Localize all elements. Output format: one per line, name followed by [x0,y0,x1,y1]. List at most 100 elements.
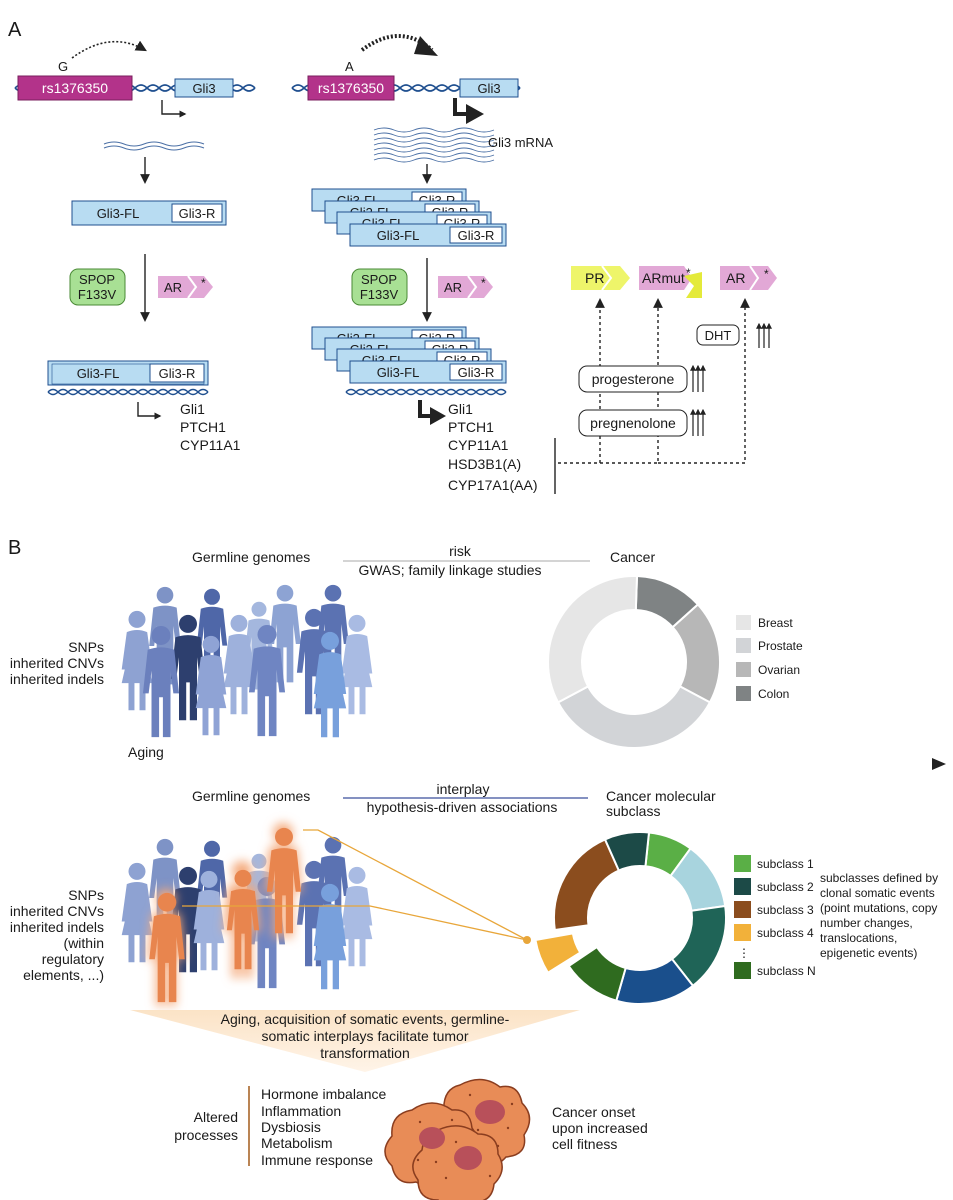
left-ar-box [158,276,213,298]
aging-label: Aging [128,744,164,760]
cancer-legend: Breast Prostate Ovarian Colon [736,615,803,701]
right-gli3-gene-box [459,78,519,98]
onset-line-3: cell fitness [552,1136,617,1152]
right-target-3: CYP11A1 [448,437,509,453]
right-ar-box [438,276,493,298]
process-4: Metabolism [261,1135,333,1151]
right-gli3fl-label: Gli3-FL [377,228,420,243]
legend-swatch-subclass-2 [734,878,751,895]
left-target-tss-arrow [137,402,162,420]
svg-text:Gli3-R: Gli3-R [458,365,495,380]
right-target-5: CYP17A1(AA) [448,477,537,493]
bottom-link-top: interplay [437,781,490,797]
right-tss-arrow [453,98,468,116]
donut-segment-subclass-4 [534,932,582,975]
legend-ovarian: Ovarian [758,663,800,677]
left-gli3r-box [171,203,223,223]
subclass-donut-chart [534,831,727,1005]
legend-swatch-subclass-n [734,962,751,979]
ar-star: * [764,267,769,281]
legend-subclass-4: subclass 4 [757,926,814,940]
pr-receptor-box [571,266,630,290]
bottom-variant-5: regulatory [42,951,104,967]
progesterone-label: progesterone [592,371,675,387]
left-gli3-gene-label: Gli3 [192,81,215,96]
cancer-cells-icon [384,1078,531,1200]
dht-box [696,324,740,346]
pregnenolone-label: pregnenolone [590,415,676,431]
top-variant-3: inherited indels [10,671,104,687]
legend-swatch-prostate [736,638,751,653]
svg-text:number changes,: number changes, [820,916,913,930]
process-3: Dysbiosis [261,1119,321,1135]
left-target-1: Gli1 [180,401,205,417]
panel-a-label: A [8,19,22,41]
subclass-legend: subclass 1 subclass 2 subclass 3 subclas… [734,855,816,979]
ar-receptor-label: AR [726,270,745,286]
left-mrna-squiggle [103,141,205,147]
right-dna-bottom [345,388,507,396]
process-1: Hormone imbalance [261,1086,386,1102]
subclass-note: subclasses defined by clonal somatic eve… [820,871,938,960]
svg-text:epigenetic events): epigenetic events) [820,946,917,960]
right-target-1: Gli1 [448,401,473,417]
right-ar-star: * [481,276,486,290]
right-mrna-squiggles [373,127,495,163]
left-ar-label: AR [164,280,182,295]
top-variant-1: SNPs [68,639,104,655]
legend-swatch-colon [736,686,751,701]
altered-label-2: processes [174,1127,238,1143]
right-target-tss-arrow [418,400,432,418]
transformation-banner [130,1010,580,1072]
process-5: Immune response [261,1152,373,1168]
onset-line-1: Cancer onset [552,1104,635,1120]
process-2: Inflammation [261,1103,341,1119]
legend-subclass-3: subclass 3 [757,903,814,917]
right-gli3-gene-label: Gli3 [477,81,500,96]
legend-subclass-2: subclass 2 [757,880,814,894]
right-spop-box [351,268,408,306]
right-protein-stack: Gli3-FL Gli3-R Gli3-FL Gli3-R Gli3-FL Gl… [311,188,507,247]
cancer-donut-chart [547,575,721,749]
armut-star: * [686,266,691,280]
right-target-2: PTCH1 [448,419,494,435]
left-snp-box [17,75,133,101]
donut-segment-subclass-n [567,945,627,1002]
bottom-variant-1: SNPs [68,887,104,903]
dht-up-arrows [756,322,772,348]
armut-receptor-box [639,266,692,290]
banner-line-2: somatic interplays facilitate tumor [262,1028,469,1044]
right-mrna-label: Gli3 mRNA [488,135,553,150]
right-gli3r-label: Gli3-R [458,228,495,243]
left-enhancer-arrow [71,40,147,59]
left-snp-label: rs1376350 [42,80,108,96]
bottom-variant-3: inherited indels [10,919,104,935]
right-snp-label: rs1376350 [318,80,384,96]
bottom-cancer-title-2: subclass [606,803,660,819]
legend-dots: ⋮ [738,946,750,960]
left-spop-line1: SPOP [79,272,115,287]
svg-text:(point mutations, copy: (point mutations, copy [820,901,937,915]
right-spop-line1: SPOP [361,272,397,287]
left-dna-bottom [47,388,209,396]
banner-line-3: transformation [320,1045,409,1061]
right-snp-box [307,75,395,101]
ar-receptor-box [720,266,777,290]
subclass-connectors [182,829,528,941]
left-gli3fl-label: Gli3-FL [97,206,140,221]
right-spop-line2: F133V [360,287,399,302]
left-target-2: PTCH1 [180,419,226,435]
legend-swatch-subclass-1 [734,855,751,872]
top-link-top: risk [449,543,472,559]
svg-text:clonal somatic events: clonal somatic events [820,886,935,900]
panel-b-label: B [8,537,21,559]
armut-receptor-label: ARmut [642,270,685,286]
bottom-link-bottom: hypothesis-driven associations [367,799,558,815]
legend-colon: Colon [758,687,789,701]
legend-subclass-n: subclass N [757,964,816,978]
dht-label: DHT [705,328,732,343]
legend-swatch-ovarian [736,662,751,677]
left-bound-gli3fl: Gli3-FL [77,366,120,381]
donut-segment-subclass-2 [603,831,651,872]
